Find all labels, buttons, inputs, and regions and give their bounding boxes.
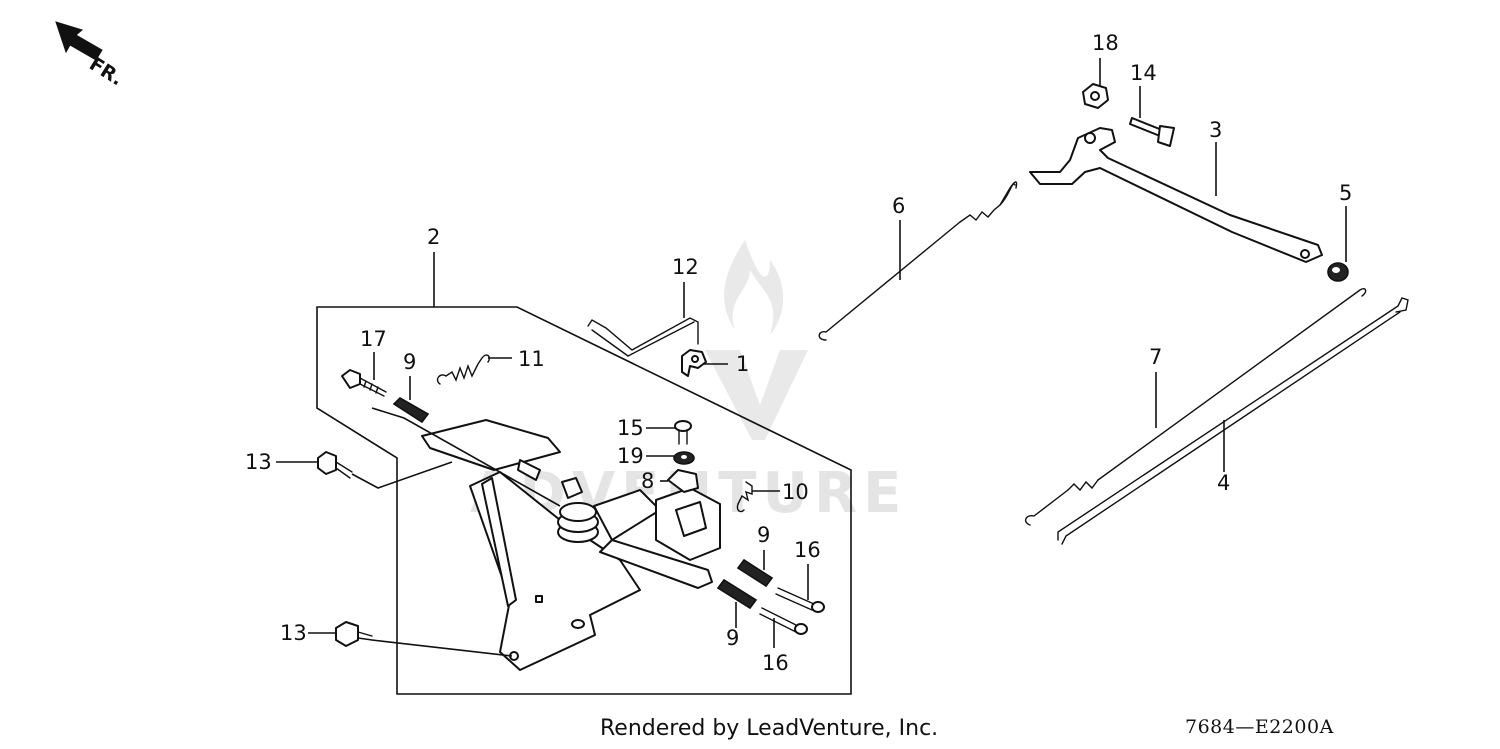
clamp-part-8 bbox=[667, 469, 699, 493]
callout-14: 14 bbox=[1130, 61, 1157, 85]
callout-12: 12 bbox=[672, 255, 699, 279]
callout-13-upper: 13 bbox=[245, 450, 272, 474]
washer-part-19 bbox=[673, 451, 695, 465]
callout-16-upper: 16 bbox=[794, 538, 821, 562]
governor-arm-assembly bbox=[517, 459, 721, 589]
control-base-part-2 bbox=[421, 419, 641, 671]
callout-9-upper: 9 bbox=[403, 350, 416, 374]
front-direction-arrow bbox=[55, 21, 103, 61]
screw-part-15 bbox=[674, 420, 692, 445]
bolt-part-13-lower bbox=[335, 621, 373, 647]
callout-1: 1 bbox=[736, 352, 749, 376]
callout-9-middle: 9 bbox=[757, 523, 770, 547]
clip-part-1 bbox=[681, 349, 707, 377]
governor-rod-part-6 bbox=[818, 181, 1018, 341]
callout-4: 4 bbox=[1217, 471, 1230, 495]
callout-3: 3 bbox=[1209, 118, 1222, 142]
bolt-part-17 bbox=[341, 369, 387, 397]
callout-11: 11 bbox=[518, 347, 545, 371]
callout-9-lower: 9 bbox=[726, 626, 739, 650]
callout-labels: 2 12 1 11 17 9 13 13 15 19 8 10 9 16 9 1… bbox=[245, 31, 1352, 675]
spring-part-11 bbox=[436, 354, 491, 385]
spring-part-10 bbox=[736, 481, 753, 513]
callout-10: 10 bbox=[782, 480, 809, 504]
bolt-part-16-upper bbox=[775, 587, 825, 613]
callout-16-lower: 16 bbox=[762, 651, 789, 675]
throttle-lever-part-3 bbox=[1029, 127, 1323, 263]
collar-part-5 bbox=[1327, 262, 1349, 282]
nut-part-18 bbox=[1082, 83, 1109, 109]
callout-18: 18 bbox=[1092, 31, 1119, 55]
bolt-part-13-upper bbox=[317, 451, 353, 479]
callout-7: 7 bbox=[1149, 345, 1162, 369]
bolt-part-16-lower bbox=[759, 607, 808, 635]
link-rod-part-12 bbox=[587, 317, 699, 357]
control-rod-part-4 bbox=[1057, 297, 1409, 545]
leader-lines bbox=[276, 58, 1347, 657]
assembly-outline bbox=[316, 306, 852, 695]
spring-part-9-lower bbox=[716, 578, 758, 610]
diagram-code: 7684—E2200A bbox=[1185, 716, 1334, 738]
callout-2: 2 bbox=[427, 225, 440, 249]
callout-13-lower: 13 bbox=[280, 621, 307, 645]
spring-part-9-upper bbox=[392, 397, 430, 424]
bolt-part-14 bbox=[1129, 117, 1175, 147]
choke-rod-part-7 bbox=[1024, 287, 1367, 526]
callout-17: 17 bbox=[360, 327, 387, 351]
render-credit: Rendered by LeadVenture, Inc. bbox=[600, 716, 939, 741]
callout-8: 8 bbox=[641, 469, 654, 493]
watermark-flame-logo bbox=[724, 240, 784, 335]
watermark-v-logo bbox=[705, 350, 808, 440]
spring-part-9-middle bbox=[736, 558, 774, 588]
callout-6: 6 bbox=[892, 194, 905, 218]
callout-5: 5 bbox=[1339, 181, 1352, 205]
callout-19: 19 bbox=[617, 444, 644, 468]
callout-15: 15 bbox=[617, 416, 644, 440]
